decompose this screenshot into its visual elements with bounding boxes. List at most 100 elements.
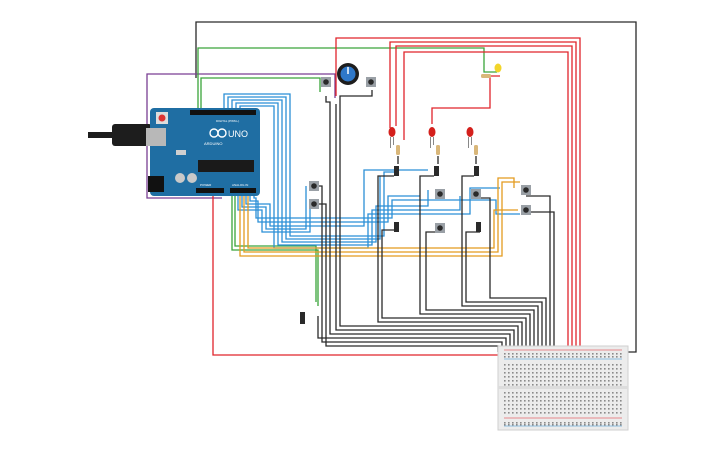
breadboard-hole[interactable] (616, 372, 618, 374)
breadboard-hole[interactable] (576, 408, 578, 410)
breadboard-hole[interactable] (568, 400, 570, 402)
breadboard-hole[interactable] (604, 408, 606, 410)
breadboard-hole[interactable] (516, 384, 518, 386)
breadboard-hole[interactable] (520, 392, 522, 394)
push-button[interactable] (309, 199, 319, 209)
breadboard-hole[interactable] (508, 364, 510, 366)
breadboard-hole[interactable] (596, 404, 598, 406)
breadboard-hole[interactable] (576, 376, 578, 378)
breadboard-hole[interactable] (580, 353, 582, 355)
breadboard-hole[interactable] (568, 372, 570, 374)
red-led[interactable] (428, 127, 436, 148)
breadboard-hole[interactable] (560, 408, 562, 410)
wire-black[interactable] (325, 96, 511, 352)
breadboard-hole[interactable] (540, 400, 542, 402)
breadboard-hole[interactable] (620, 384, 622, 386)
breadboard-hole[interactable] (508, 392, 510, 394)
breadboard-hole[interactable] (504, 400, 506, 402)
breadboard-hole[interactable] (520, 408, 522, 410)
breadboard-hole[interactable] (536, 396, 538, 398)
breadboard-hole[interactable] (504, 412, 506, 414)
breadboard-hole[interactable] (596, 376, 598, 378)
breadboard-hole[interactable] (512, 380, 514, 382)
wire-black[interactable] (397, 156, 477, 164)
breadboard-hole[interactable] (544, 404, 546, 406)
breadboard-hole[interactable] (584, 400, 586, 402)
breadboard-hole[interactable] (620, 408, 622, 410)
breadboard-hole[interactable] (612, 408, 614, 410)
breadboard-hole[interactable] (508, 408, 510, 410)
breadboard-hole[interactable] (528, 384, 530, 386)
breadboard-hole[interactable] (544, 408, 546, 410)
breadboard-hole[interactable] (512, 396, 514, 398)
breadboard-hole[interactable] (504, 372, 506, 374)
breadboard-hole[interactable] (520, 376, 522, 378)
breadboard-hole[interactable] (576, 400, 578, 402)
breadboard-hole[interactable] (604, 404, 606, 406)
breadboard-hole[interactable] (620, 412, 622, 414)
slide-switch[interactable] (394, 166, 399, 176)
breadboard-hole[interactable] (616, 396, 618, 398)
breadboard-hole[interactable] (596, 422, 598, 424)
breadboard-hole[interactable] (516, 424, 518, 426)
breadboard-hole[interactable] (592, 353, 594, 355)
push-button[interactable] (521, 205, 531, 215)
breadboard-hole[interactable] (532, 400, 534, 402)
breadboard-hole[interactable] (604, 396, 606, 398)
breadboard-hole[interactable] (556, 412, 558, 414)
wire-blue[interactable] (239, 105, 500, 249)
breadboard-hole[interactable] (540, 356, 542, 358)
wire-black[interactable] (526, 211, 555, 352)
breadboard-hole[interactable] (612, 396, 614, 398)
breadboard-hole[interactable] (572, 404, 574, 406)
breadboard-hole[interactable] (576, 396, 578, 398)
breadboard-hole[interactable] (512, 412, 514, 414)
breadboard-hole[interactable] (620, 424, 622, 426)
breadboard-hole[interactable] (616, 404, 618, 406)
push-button[interactable] (321, 77, 331, 87)
wire-green[interactable] (197, 47, 497, 108)
breadboard-hole[interactable] (520, 424, 522, 426)
breadboard-hole[interactable] (548, 412, 550, 414)
breadboard-hole[interactable] (592, 408, 594, 410)
wire-black[interactable] (335, 104, 515, 352)
breadboard-hole[interactable] (596, 372, 598, 374)
breadboard-hole[interactable] (572, 412, 574, 414)
breadboard-hole[interactable] (504, 404, 506, 406)
breadboard-hole[interactable] (596, 353, 598, 355)
breadboard-hole[interactable] (560, 396, 562, 398)
breadboard-hole[interactable] (524, 412, 526, 414)
slide-switch[interactable] (476, 222, 481, 232)
breadboard-hole[interactable] (596, 400, 598, 402)
breadboard-hole[interactable] (548, 422, 550, 424)
breadboard-hole[interactable] (600, 368, 602, 370)
breadboard-hole[interactable] (580, 376, 582, 378)
breadboard-hole[interactable] (560, 353, 562, 355)
breadboard-hole[interactable] (540, 364, 542, 366)
breadboard-hole[interactable] (552, 396, 554, 398)
breadboard-hole[interactable] (512, 376, 514, 378)
breadboard-hole[interactable] (552, 408, 554, 410)
breadboard-hole[interactable] (588, 380, 590, 382)
breadboard-hole[interactable] (608, 422, 610, 424)
breadboard-hole[interactable] (560, 364, 562, 366)
breadboard-hole[interactable] (508, 372, 510, 374)
breadboard-hole[interactable] (536, 408, 538, 410)
breadboard-hole[interactable] (512, 353, 514, 355)
breadboard-hole[interactable] (592, 396, 594, 398)
wire-black[interactable] (381, 229, 527, 352)
wire-black[interactable] (461, 175, 539, 352)
breadboard-hole[interactable] (592, 424, 594, 426)
wire-orange[interactable] (247, 195, 518, 249)
breadboard-hole[interactable] (512, 400, 514, 402)
breadboard-hole[interactable] (512, 368, 514, 370)
wire-green[interactable] (231, 195, 319, 306)
breadboard-hole[interactable] (556, 400, 558, 402)
breadboard-hole[interactable] (592, 376, 594, 378)
breadboard-hole[interactable] (572, 353, 574, 355)
wire-black[interactable] (339, 90, 519, 352)
breadboard-hole[interactable] (508, 424, 510, 426)
breadboard-hole[interactable] (620, 368, 622, 370)
breadboard-hole[interactable] (532, 376, 534, 378)
breadboard-hole[interactable] (556, 396, 558, 398)
